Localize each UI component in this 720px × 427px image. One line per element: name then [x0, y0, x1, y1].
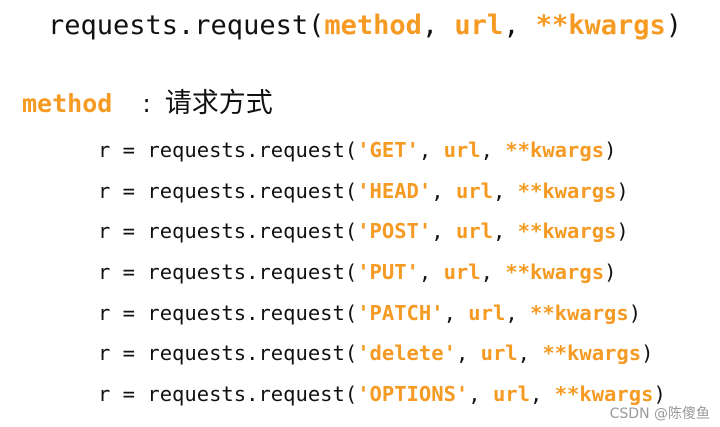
url-arg: url — [455, 219, 493, 244]
kwargs-arg: **kwargs — [505, 138, 605, 162]
method-value: 'delete' — [357, 341, 456, 366]
method-value: 'HEAD' — [357, 178, 432, 203]
code-separator: , — [468, 382, 493, 407]
code-separator: , — [431, 219, 456, 244]
signature-separator: , — [421, 10, 455, 41]
function-signature: requests.request(method, url, **kwargs) — [48, 6, 682, 46]
code-suffix: ) — [604, 260, 617, 285]
code-separator: , — [418, 260, 444, 285]
code-suffix: ) — [628, 300, 642, 325]
method-value: 'PUT' — [357, 260, 419, 285]
method-description: 请求方式 — [164, 88, 273, 119]
url-arg: url — [443, 260, 481, 285]
code-prefix: r = requests.request( — [98, 382, 358, 407]
url-arg: url — [480, 341, 518, 366]
method-colon: : — [142, 89, 151, 118]
url-arg: url — [443, 138, 481, 162]
code-prefix: r = requests.request( — [98, 178, 358, 203]
code-separator: , — [517, 341, 543, 366]
example-line-head: r = requests.request('HEAD', url, **kwar… — [98, 171, 666, 212]
kwargs-arg: **kwargs — [554, 382, 654, 407]
code-prefix: r = requests.request( — [98, 219, 358, 244]
url-arg: url — [455, 178, 493, 203]
example-line-post: r = requests.request('POST', url, **kwar… — [98, 211, 666, 252]
kwargs-arg: **kwargs — [517, 178, 617, 203]
example-line-get: r = requests.request('GET', url, **kwarg… — [98, 130, 666, 171]
code-separator: , — [431, 178, 456, 203]
code-prefix: r = requests.request( — [98, 260, 358, 285]
csdn-watermark: CSDN @陈傻鱼 — [609, 406, 710, 422]
code-prefix: r = requests.request( — [98, 300, 358, 325]
method-value: 'GET' — [357, 138, 419, 162]
signature-kwargs-param: **kwargs — [535, 10, 666, 41]
code-separator: , — [530, 382, 555, 407]
code-prefix: r = requests.request( — [98, 341, 358, 366]
method-heading: method: 请求方式 — [22, 84, 273, 124]
code-separator: , — [455, 341, 481, 366]
example-line-put: r = requests.request('PUT', url, **kwarg… — [98, 252, 666, 293]
signature-suffix: ) — [665, 10, 683, 41]
signature-method-param: method — [324, 10, 422, 41]
code-suffix: ) — [604, 138, 617, 162]
signature-separator: , — [503, 10, 536, 41]
kwargs-arg: **kwargs — [505, 260, 605, 285]
code-suffix: ) — [616, 219, 629, 244]
code-suffix: ) — [616, 178, 629, 203]
code-separator: , — [505, 300, 530, 325]
kwargs-arg: **kwargs — [542, 341, 642, 366]
method-value: 'PATCH' — [357, 300, 444, 325]
method-value: 'OPTIONS' — [357, 382, 469, 407]
example-line-options: r = requests.request('OPTIONS', url, **k… — [98, 374, 666, 415]
signature-url-param: url — [454, 10, 504, 41]
code-separator: , — [492, 219, 518, 244]
method-value: 'POST' — [357, 219, 432, 244]
code-separator: , — [418, 138, 444, 162]
example-line-patch: r = requests.request('PATCH', url, **kwa… — [98, 293, 666, 334]
example-line-delete: r = requests.request('delete', url, **kw… — [98, 333, 666, 374]
example-list: r = requests.request('GET', url, **kwarg… — [98, 130, 666, 415]
code-separator: , — [443, 300, 469, 325]
code-prefix: r = requests.request( — [98, 138, 358, 162]
code-suffix: ) — [653, 382, 666, 407]
code-separator: , — [480, 260, 506, 285]
kwargs-arg: **kwargs — [517, 219, 617, 244]
code-separator: , — [480, 138, 506, 162]
code-suffix: ) — [641, 341, 654, 366]
url-arg: url — [468, 300, 506, 325]
url-arg: url — [492, 382, 530, 407]
kwargs-arg: **kwargs — [530, 300, 629, 325]
signature-prefix: requests.request( — [48, 10, 325, 41]
method-keyword: method — [22, 89, 113, 118]
code-separator: , — [492, 178, 518, 203]
